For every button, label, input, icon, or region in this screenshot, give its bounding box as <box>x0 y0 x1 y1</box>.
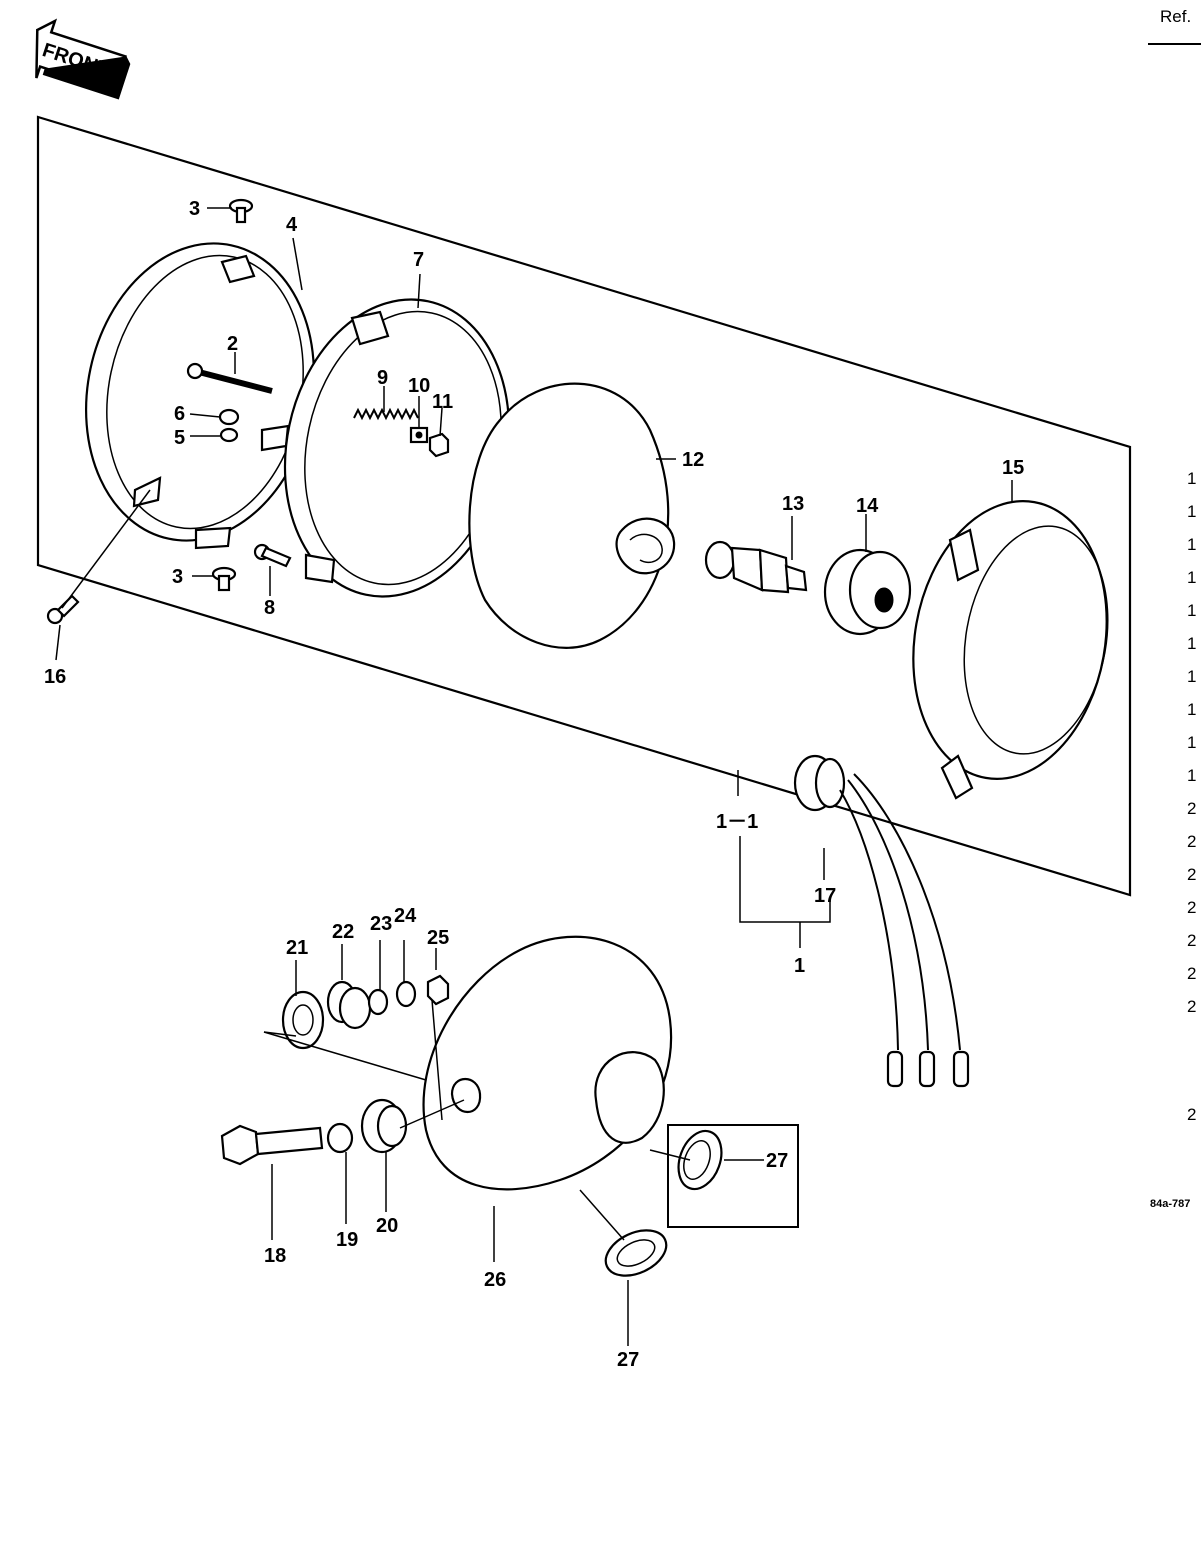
ref-entry: 2 <box>1187 931 1196 950</box>
ref-entry: 2 <box>1187 964 1196 983</box>
nut-25 <box>426 974 450 1006</box>
small-nut <box>409 426 429 444</box>
callout-19: 19 <box>336 1229 358 1251</box>
washer-19 <box>326 1122 354 1154</box>
ref-label: Ref. <box>1160 7 1191 26</box>
lock-washer-24 <box>395 980 417 1008</box>
grommet-27-bottom <box>604 1229 668 1277</box>
callout-3-bottom: 3 <box>172 566 183 588</box>
ref-column: 1 1 1 1 1 1 1 1 1 1 2 2 2 2 2 2 2 2 <box>1187 469 1196 1124</box>
ref-entry: 1 <box>1187 733 1196 752</box>
ref-entry: 1 <box>1187 766 1196 785</box>
callout-1: 1 <box>794 955 805 977</box>
front-arrow: FRONT <box>35 18 131 100</box>
ref-entry: 1 <box>1187 667 1196 686</box>
callout-24: 24 <box>394 905 417 927</box>
headlight-housing <box>422 935 673 1191</box>
callout-2: 2 <box>227 333 238 355</box>
callout-13: 13 <box>782 493 804 515</box>
ref-entry: 2 <box>1187 997 1196 1016</box>
callout-20: 20 <box>376 1215 398 1237</box>
callout-4: 4 <box>286 214 298 236</box>
callout-17: 17 <box>814 885 836 907</box>
callout-3-top: 3 <box>189 198 200 220</box>
ref-entry: 2 <box>1187 799 1196 818</box>
callout-14: 14 <box>856 495 879 517</box>
grommet-20 <box>360 1098 408 1154</box>
grommet-inset-box <box>667 1124 799 1228</box>
adjusting-screw <box>186 362 273 394</box>
ref-entry: 1 <box>1187 469 1196 488</box>
callout-23: 23 <box>370 913 392 935</box>
callout-18: 18 <box>264 1245 286 1267</box>
washer-23 <box>367 988 389 1016</box>
callout-9: 9 <box>377 367 388 389</box>
callout-27-top: 27 <box>766 1150 788 1172</box>
subassembly-panel <box>36 115 1132 897</box>
square-nut <box>428 432 450 458</box>
ref-header: Ref. <box>1148 7 1201 45</box>
screw-16 <box>46 594 80 625</box>
screw-bottom <box>211 566 237 592</box>
callouts: 3 4 2 6 5 7 9 10 11 12 3 8 16 13 14 15 1… <box>44 198 1024 1371</box>
callout-11: 11 <box>432 391 453 413</box>
outer-rim <box>912 500 1109 800</box>
callout-26: 26 <box>484 1269 506 1291</box>
collar-21 <box>281 990 325 1050</box>
mounting-bolt <box>220 1124 324 1166</box>
callout-5: 5 <box>174 427 185 449</box>
grommet-27-top <box>677 1129 723 1191</box>
ref-entry: 2 <box>1187 898 1196 917</box>
callout-12: 12 <box>682 449 704 471</box>
ref-entry: 1 <box>1187 568 1196 587</box>
headlight-unit <box>468 382 676 649</box>
nut <box>218 408 240 426</box>
mounting-ring <box>283 298 511 598</box>
callout-22: 22 <box>332 921 354 943</box>
spring <box>353 407 419 421</box>
ref-entry: 1 <box>1187 535 1196 554</box>
callout-25: 25 <box>427 927 449 949</box>
callout-8: 8 <box>264 597 275 619</box>
screw-top <box>228 198 254 224</box>
rim-ring <box>84 242 316 550</box>
bushing-22 <box>326 980 372 1030</box>
callout-16: 16 <box>44 666 66 688</box>
washer <box>219 427 239 443</box>
callout-6: 6 <box>174 403 185 425</box>
ref-entry: 1 <box>1187 634 1196 653</box>
callout-7: 7 <box>413 249 424 271</box>
leader-lines <box>55 207 1013 1346</box>
callout-15: 15 <box>1002 457 1024 479</box>
ref-entry: 1 <box>1187 601 1196 620</box>
callout-1-1: 1－1 <box>716 811 758 833</box>
callout-21: 21 <box>286 937 308 959</box>
ref-entry: 2 <box>1187 832 1196 851</box>
ref-entry: 1 <box>1187 700 1196 719</box>
callout-27-bottom: 27 <box>617 1349 639 1371</box>
bulb <box>704 540 808 594</box>
ref-entry: 1 <box>1187 502 1196 521</box>
ref-entry: 2 <box>1187 1105 1196 1124</box>
callout-10: 10 <box>408 375 430 397</box>
diagram-code: 84a-787 <box>1150 1198 1190 1210</box>
ref-entry: 2 <box>1187 865 1196 884</box>
socket-harness <box>793 754 970 1088</box>
screw-8 <box>253 543 292 568</box>
socket-cover <box>823 548 912 636</box>
